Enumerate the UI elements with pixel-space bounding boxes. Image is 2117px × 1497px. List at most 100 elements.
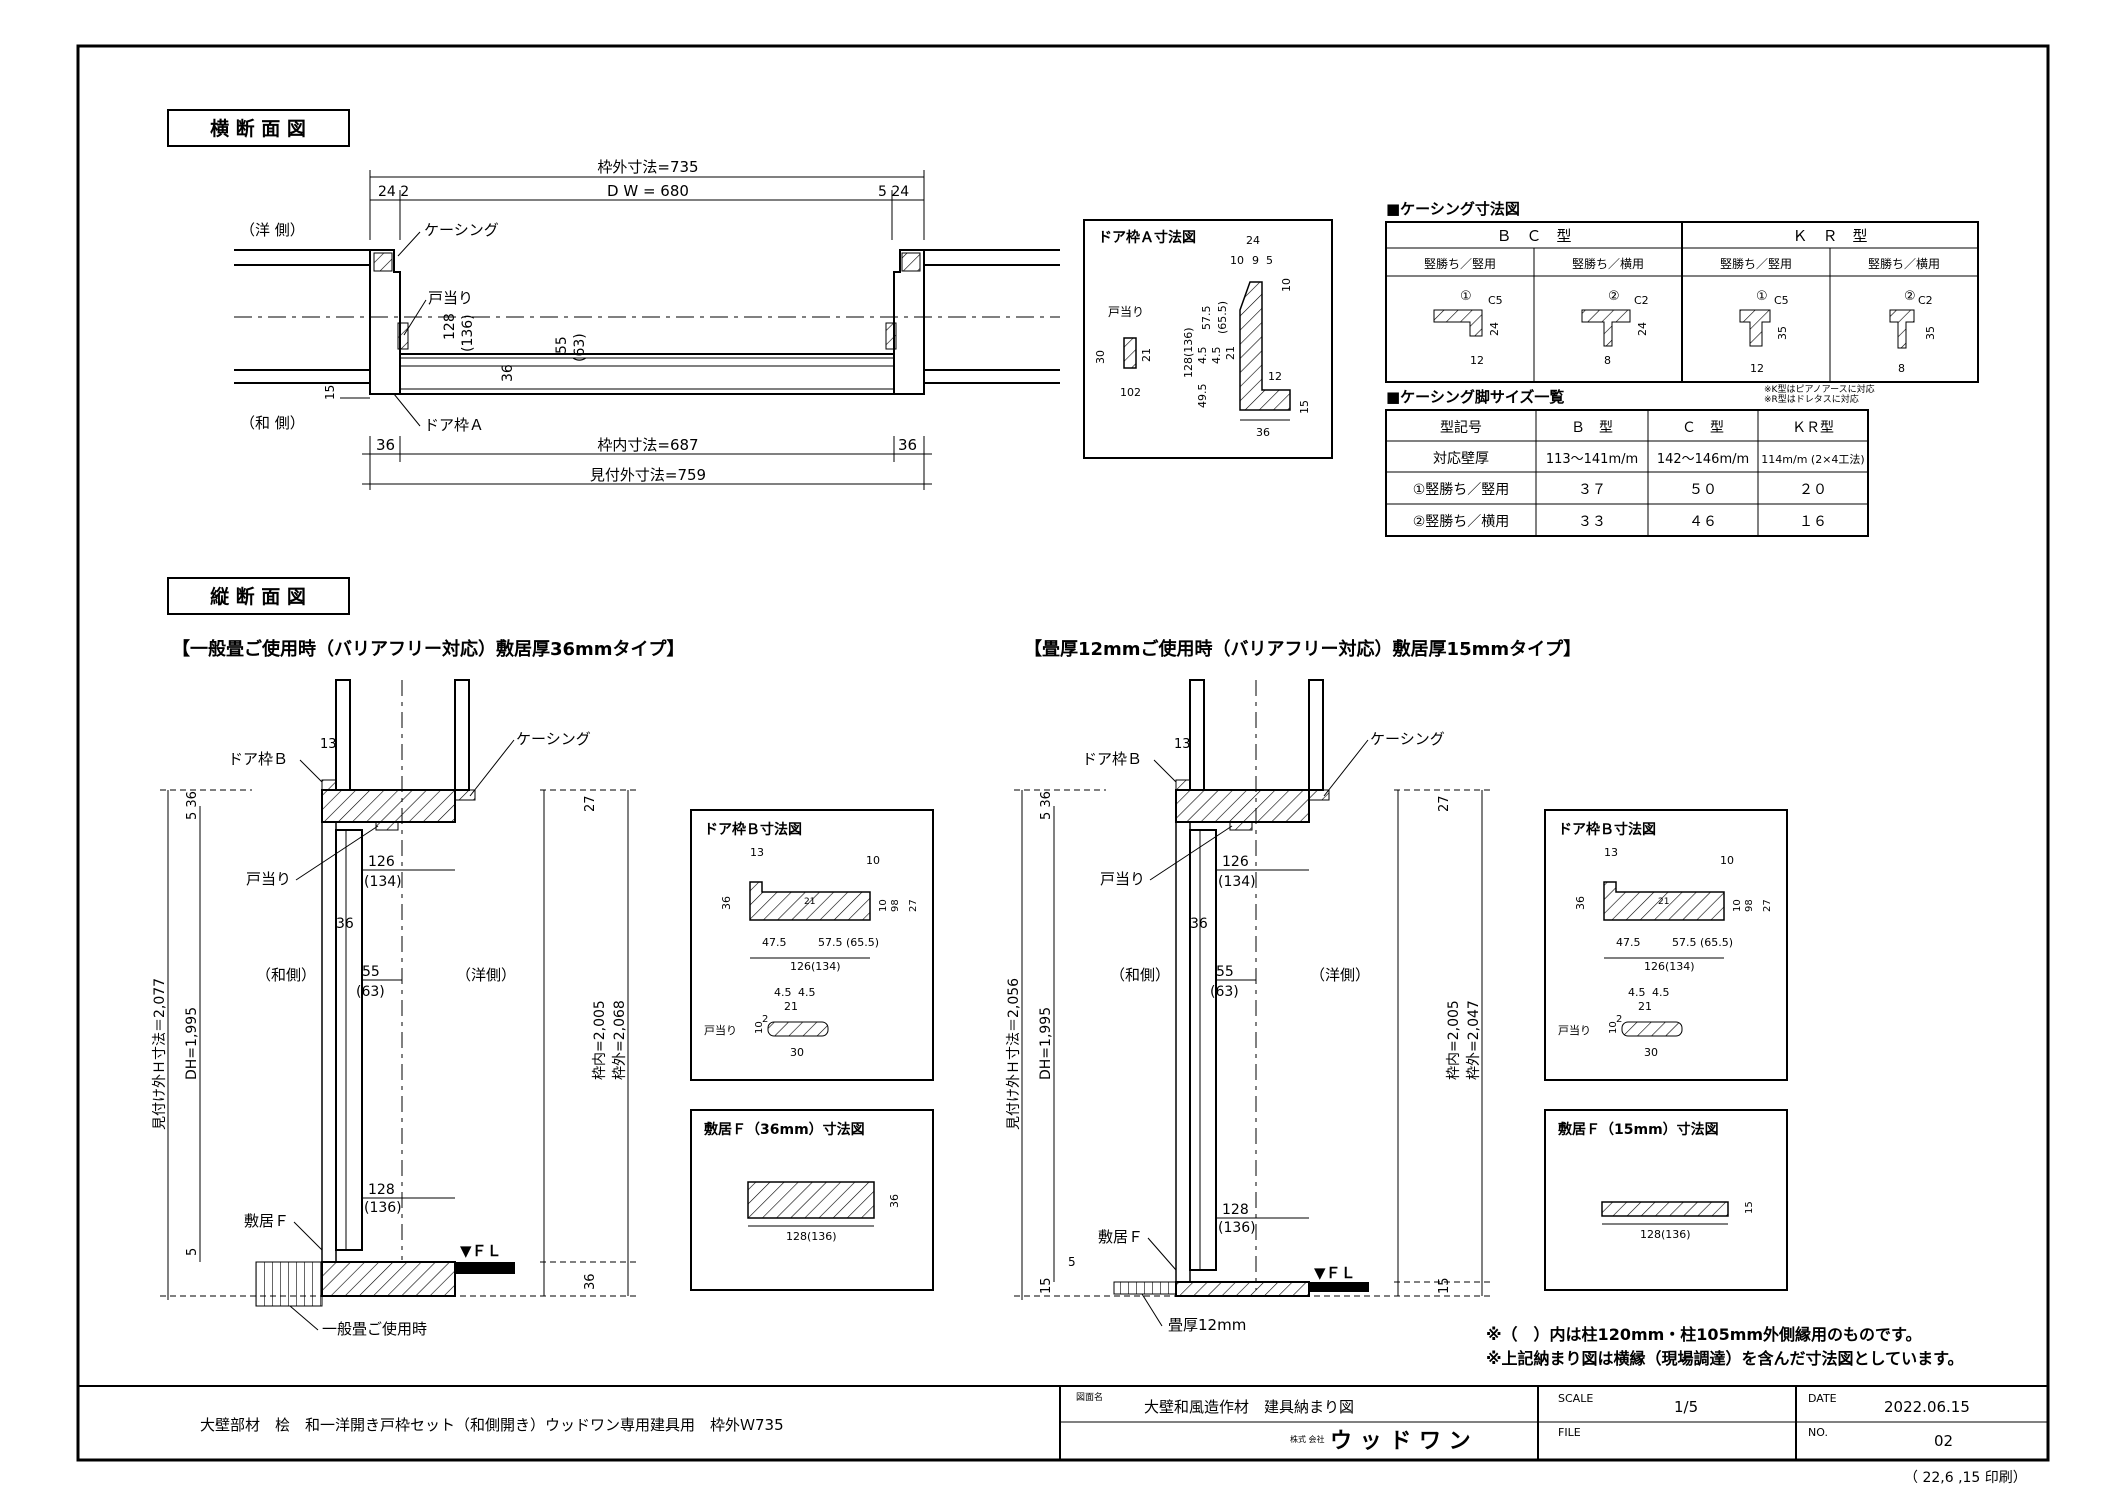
svg-text:SCALE: SCALE — [1558, 1392, 1593, 1405]
right-outer: 枠外=2,047 — [1466, 1000, 1482, 1080]
svg-text:5: 5 — [185, 1248, 200, 1256]
svg-text:15: 15 — [323, 385, 337, 400]
svg-text:敷居Ｆ（36mm）寸法図: 敷居Ｆ（36mm）寸法図 — [704, 1121, 865, 1138]
svg-text:②: ② — [1608, 289, 1620, 304]
svg-text:21: 21 — [1224, 346, 1237, 360]
svg-text:4.5: 4.5 — [1628, 986, 1646, 999]
svg-text:竪勝ち／竪用: 竪勝ち／竪用 — [1424, 256, 1496, 271]
company-name: ウ ッ ド ワ ン — [1330, 1429, 1471, 1454]
right-inner: 枠内=2,005 — [1446, 1000, 1462, 1080]
svg-text:（洋側）: （洋側） — [456, 966, 516, 984]
svg-text:①: ① — [1756, 289, 1768, 304]
door-frame-b-detail-left: ドア枠Ｂ寸法図 13 10 36 21 10 98 27 47.5 57.5 (… — [690, 809, 934, 1081]
svg-text:２０: ２０ — [1799, 482, 1827, 498]
svg-text:126(134): 126(134) — [790, 960, 841, 973]
left-dims: 24 2 — [378, 184, 409, 200]
svg-text:３７: ３７ — [1578, 482, 1606, 498]
section-label-vertical: 縦 断 面 図 — [167, 577, 350, 615]
dw-dim: D W = 680 — [607, 182, 689, 200]
right-visible-h: 見付け外Ｈ寸法＝2,056 — [1006, 978, 1022, 1130]
svg-text:10: 10 — [1120, 386, 1134, 399]
svg-text:Ｂ Ｃ 型: Ｂ Ｃ 型 — [1496, 227, 1571, 245]
svg-text:27: 27 — [1437, 795, 1452, 812]
inner-dim: 枠内寸法=687 — [597, 436, 698, 454]
svg-text:128(136): 128(136) — [1640, 1228, 1691, 1241]
svg-text:21: 21 — [784, 1000, 798, 1013]
svg-text:5: 5 — [1266, 254, 1273, 267]
svg-text:4.5: 4.5 — [1196, 347, 1209, 365]
svg-text:竪勝ち／竪用: 竪勝ち／竪用 — [1720, 256, 1792, 271]
svg-text:21: 21 — [1140, 348, 1153, 362]
svg-text:12: 12 — [1750, 362, 1764, 375]
svg-text:126(134): 126(134) — [1644, 960, 1695, 973]
svg-text:10: 10 — [1720, 854, 1734, 867]
svg-text:5 36: 5 36 — [1039, 791, 1054, 820]
svg-text:30: 30 — [1644, 1046, 1658, 1059]
svg-text:10: 10 — [1230, 254, 1244, 267]
vertical-section-left: 【一般畳ご使用時（バリアフリー対応）敷居厚36mmタイプ】 見付け外Ｈ寸法＝2,… — [152, 638, 685, 1338]
svg-text:■ケーシング脚サイズ一覧: ■ケーシング脚サイズ一覧 — [1386, 388, 1564, 406]
svg-text:10: 10 — [1280, 278, 1293, 292]
svg-text:2: 2 — [762, 1014, 768, 1025]
svg-text:35: 35 — [1924, 326, 1937, 340]
section-label-horizontal: 横 断 面 図 — [167, 109, 350, 147]
svg-text:(136): (136) — [1218, 1220, 1256, 1236]
svg-text:27: 27 — [583, 795, 598, 812]
svg-text:24: 24 — [1246, 234, 1260, 247]
svg-text:ケーシング: ケーシング — [516, 730, 591, 748]
date-value: 2022.06.15 — [1884, 1398, 1970, 1416]
svg-text:57.5: 57.5 — [1200, 306, 1213, 331]
door-frame-a-label: ドア枠Ａ — [424, 416, 484, 434]
svg-text:（洋側）: （洋側） — [1310, 966, 1370, 984]
title-block: 大壁部材 桧 和一洋開き戸枠セット（和側開き）ウッドワン専用建具用 枠外Ｗ735… — [78, 1385, 2048, 1486]
svg-text:ケーシング: ケーシング — [1370, 730, 1445, 748]
svg-text:35: 35 — [1776, 326, 1789, 340]
svg-text:敷居Ｆ（15mm）寸法図: 敷居Ｆ（15mm）寸法図 — [1558, 1121, 1719, 1138]
svg-text:57.5 (65.5): 57.5 (65.5) — [1672, 936, 1733, 949]
svg-text:24: 24 — [1636, 322, 1649, 336]
svg-text:27: 27 — [1762, 899, 1773, 912]
svg-text:型記号: 型記号 — [1440, 419, 1482, 436]
svg-text:戸当り: 戸当り — [246, 870, 291, 888]
svg-text:Ｋ Ｒ 型: Ｋ Ｒ 型 — [1792, 227, 1867, 245]
svg-text:114m/m (2×4工法): 114m/m (2×4工法) — [1761, 452, 1864, 466]
svg-text:（和側）: （和側） — [256, 966, 316, 984]
svg-text:21: 21 — [1638, 1000, 1652, 1013]
svg-text:(134): (134) — [1218, 874, 1256, 890]
sheet-border — [76, 44, 2050, 1462]
svg-text:55: 55 — [1216, 964, 1234, 980]
svg-text:縦 断 面 図: 縦 断 面 図 — [210, 585, 306, 608]
casing-dim-table: ■ケーシング寸法図 Ｂ Ｃ 型 Ｋ Ｒ 型 竪勝ち／竪用 竪勝ち／横用 竪勝ち／… — [1385, 200, 1979, 405]
svg-text:30: 30 — [790, 1046, 804, 1059]
svg-text:ドア枠Ｂ寸法図: ドア枠Ｂ寸法図 — [1558, 821, 1656, 838]
svg-text:10: 10 — [866, 854, 880, 867]
svg-text:36: 36 — [720, 896, 733, 910]
svg-text:C5: C5 — [1488, 294, 1503, 307]
svg-text:NO.: NO. — [1808, 1426, 1828, 1439]
horizontal-section-view: 枠外寸法=735 D W = 680 24 2 5 24 （洋 側） （和 側）… — [234, 158, 1060, 490]
svg-text:47.5: 47.5 — [1616, 936, 1641, 949]
svg-text:敷居Ｆ: 敷居Ｆ — [244, 1212, 289, 1230]
svg-text:5 36: 5 36 — [185, 791, 200, 820]
drawing-no: 02 — [1934, 1432, 1953, 1450]
svg-text:98: 98 — [1744, 899, 1755, 912]
svg-text:畳厚12mm: 畳厚12mm — [1168, 1316, 1246, 1334]
svg-text:55: 55 — [554, 336, 570, 354]
svg-text:36: 36 — [1574, 896, 1587, 910]
svg-text:126: 126 — [368, 854, 395, 870]
svg-text:※K型はピアノアースに対応: ※K型はピアノアースに対応 — [1764, 383, 1875, 395]
svg-text:13: 13 — [320, 737, 337, 752]
sill-15-detail: 敷居Ｆ（15mm）寸法図 15 128(136) — [1544, 1109, 1788, 1291]
right-dh: DH=1,995 — [1038, 1007, 1054, 1080]
svg-text:10: 10 — [1608, 1021, 1619, 1034]
svg-text:FILE: FILE — [1558, 1426, 1581, 1439]
svg-text:24: 24 — [1488, 322, 1501, 336]
svg-text:49.5: 49.5 — [1196, 384, 1209, 409]
casing-leg-table: ■ケーシング脚サイズ一覧 型記号 Ｂ 型 Ｃ 型 ＫＲ型 対応壁厚 113～14… — [1385, 388, 1869, 537]
svg-text:36: 36 — [500, 364, 516, 382]
svg-text:98: 98 — [890, 899, 901, 912]
svg-text:ドア枠Ｂ寸法図: ドア枠Ｂ寸法図 — [704, 821, 802, 838]
svg-text:ドア枠Ｂ: ドア枠Ｂ — [228, 750, 288, 768]
svg-text:2: 2 — [1616, 1014, 1622, 1025]
svg-text:②: ② — [1904, 289, 1916, 304]
